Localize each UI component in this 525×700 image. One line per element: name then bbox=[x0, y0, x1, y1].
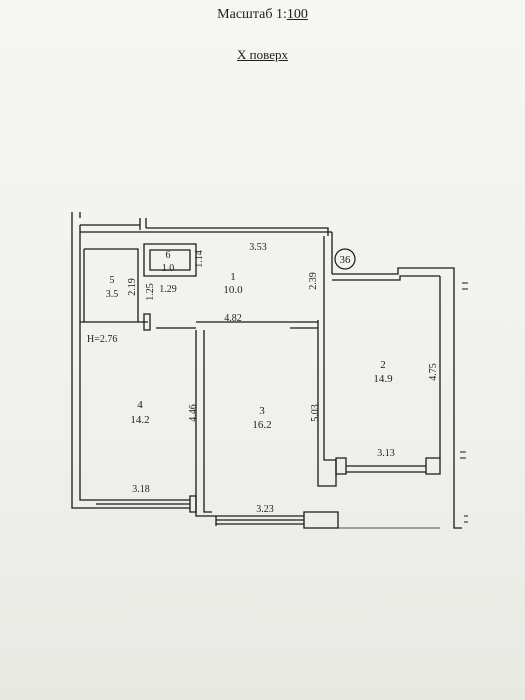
room-2-number: 2 bbox=[380, 359, 386, 371]
room-4-area: 14.2 bbox=[130, 414, 149, 426]
dim-corridor-482: 4.82 bbox=[224, 313, 242, 324]
floor-label: X поверх bbox=[237, 47, 288, 62]
room-1-number: 1 bbox=[230, 271, 236, 283]
dim-room4-width: 3.18 bbox=[132, 484, 150, 495]
room-1-area: 10.0 bbox=[223, 284, 243, 296]
dim-room3-width: 3.23 bbox=[256, 504, 274, 515]
room-6-number: 6 bbox=[166, 250, 171, 261]
apartment-number-circle bbox=[334, 248, 356, 270]
room-4-number: 4 bbox=[137, 399, 143, 411]
dim-corridor-125: 1.25 bbox=[145, 283, 156, 301]
ceiling-height: H=2.76 bbox=[87, 334, 117, 345]
room-3-number: 3 bbox=[259, 405, 265, 417]
dim-room3-503: 5.03 bbox=[310, 404, 321, 422]
walls bbox=[71, 212, 468, 529]
room-2-area: 14.9 bbox=[373, 373, 393, 385]
dim-room2-width: 3.13 bbox=[377, 448, 395, 459]
room-6-area: 1.0 bbox=[162, 263, 175, 274]
room-3-area: 16.2 bbox=[252, 419, 271, 431]
dim-room6-114: 1.14 bbox=[194, 250, 205, 268]
dim-room1-width: 3.53 bbox=[249, 242, 267, 253]
room-5-number: 5 bbox=[110, 275, 115, 286]
dim-room1-239: 2.39 bbox=[308, 272, 319, 290]
scale-label: Масштаб 1:100 bbox=[0, 7, 525, 23]
apartment-number: 36 bbox=[340, 254, 352, 266]
dim-room2-475: 4.75 bbox=[428, 363, 439, 381]
dim-room4-446: 4.46 bbox=[188, 404, 199, 422]
scale-value: 100 bbox=[286, 7, 308, 22]
dim-room5-219: 2.19 bbox=[127, 278, 138, 296]
room-5-area: 3.5 bbox=[106, 289, 119, 300]
scale-prefix: Масштаб 1: bbox=[217, 7, 287, 22]
dim-corridor-129: 1.29 bbox=[159, 284, 177, 295]
